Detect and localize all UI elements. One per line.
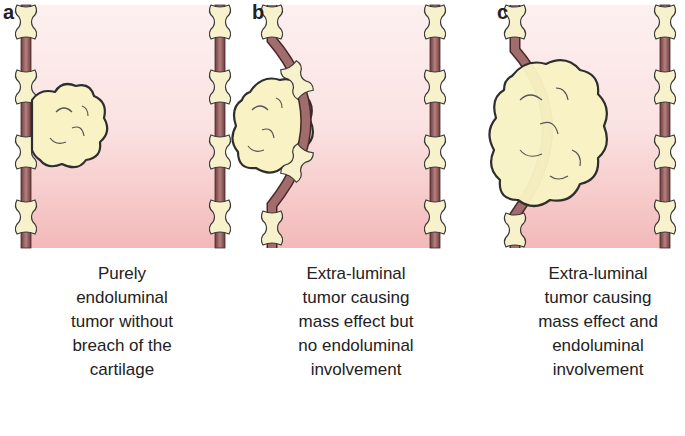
panel-caption: Extra-luminal tumor causing mass effect … (296, 262, 416, 382)
panel-letter: b (252, 1, 272, 23)
cartilage-ring (654, 5, 675, 39)
cartilage-ring (504, 213, 525, 247)
tumor (32, 84, 107, 167)
cartilage-ring (279, 143, 314, 183)
cartilage-ring (654, 200, 675, 234)
panel-letter: a (3, 1, 23, 23)
airway-wall (272, 5, 306, 248)
cartilage-ring (261, 5, 282, 39)
panel-c-art (489, 5, 675, 248)
cartilage-ring (654, 135, 675, 169)
cartilage-ring (279, 60, 314, 100)
cartilage-ring (424, 135, 445, 169)
cartilage-ring (209, 5, 230, 39)
cartilage-ring (654, 70, 675, 104)
cartilage-ring (261, 211, 282, 245)
panel-caption: Extra-luminal tumor causing mass effect … (533, 262, 663, 382)
cartilage-ring (15, 200, 36, 234)
panel-a-art (15, 5, 230, 248)
panel-letter: c (497, 1, 517, 23)
panel-b-art (232, 5, 445, 248)
cartilage-ring (424, 200, 445, 234)
cartilage-ring (209, 135, 230, 169)
airway-lumen (31, 5, 215, 248)
cartilage-ring (424, 70, 445, 104)
cartilage-ring (209, 200, 230, 234)
tumor (489, 60, 606, 206)
cartilage-ring (209, 70, 230, 104)
cartilage-ring (424, 5, 445, 39)
airway-wall (272, 5, 306, 248)
cartilage-ring (15, 5, 36, 39)
panel-caption: Purely endoluminal tumor without breach … (61, 262, 183, 382)
